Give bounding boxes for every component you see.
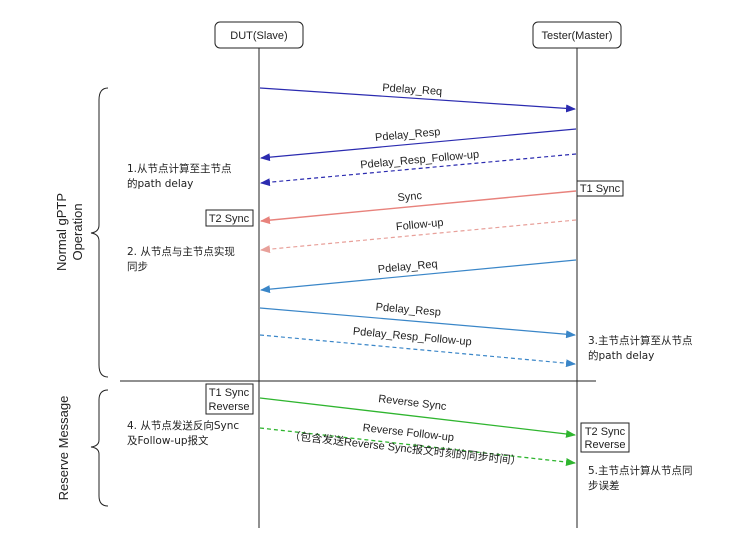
arrow-reverse-follow-up bbox=[259, 427, 576, 466]
side-label-reserve: Reserve Message bbox=[56, 396, 71, 501]
participant-dut: DUT(Slave) bbox=[214, 21, 304, 49]
arrow-pdelay-resp-1 bbox=[260, 128, 577, 162]
note-5-line2: 步误差 bbox=[588, 479, 620, 492]
arrow-pdelay-resp-2 bbox=[259, 307, 576, 339]
box-t1-sync-label: T1 Sync bbox=[580, 183, 621, 195]
note-1-line2: 的path delay bbox=[127, 177, 193, 190]
note-4-line1: 4. 从节点发送反向Sync bbox=[127, 419, 239, 432]
note-2-line2: 同步 bbox=[127, 261, 148, 273]
box-t1-sync-reverse-line1: T1 Sync bbox=[209, 387, 250, 399]
side-label-normal-line2: Operation bbox=[70, 203, 85, 260]
box-t2-sync-reverse: T2 Sync Reverse bbox=[580, 422, 630, 453]
participant-dut-label: DUT(Slave) bbox=[230, 30, 287, 42]
arrow-follow-up bbox=[260, 219, 577, 254]
arrow-sync bbox=[260, 190, 577, 225]
participant-tester-label: Tester(Master) bbox=[542, 30, 613, 42]
brace-normal-operation bbox=[90, 87, 109, 378]
box-t2-sync-reverse-line1: T2 Sync bbox=[585, 426, 626, 438]
box-t1-sync-reverse: T1 Sync Reverse bbox=[205, 383, 254, 415]
note-1-line1: 1.从节点计算至主节点 bbox=[127, 162, 232, 175]
note-3-line1: 3.主节点计算至从节点 bbox=[588, 334, 693, 347]
label-sync: Sync bbox=[397, 190, 423, 204]
note-2-line1: 2. 从节点与主节点实现 bbox=[127, 245, 235, 258]
label-pdelay-resp-1: Pdelay_Resp bbox=[375, 126, 441, 144]
brace-reserve-message bbox=[90, 389, 109, 507]
label-pdelay-resp-2: Pdelay_Resp bbox=[375, 301, 441, 319]
label-pdelay-req-1: Pdelay_Req bbox=[382, 82, 443, 98]
arrow-pdelay-req-2 bbox=[260, 259, 577, 294]
note-5-line1: 5.主节点计算从节点同 bbox=[588, 464, 693, 477]
label-reverse-sync: Reverse Sync bbox=[378, 393, 448, 413]
box-t2-sync-reverse-line2: Reverse bbox=[585, 439, 626, 451]
label-pdelay-resp-followup-2: Pdelay_Resp_Follow-up bbox=[352, 326, 472, 349]
arrow-reverse-sync bbox=[259, 397, 576, 438]
note-3-line2: 的path delay bbox=[588, 349, 654, 362]
label-follow-up: Follow-up bbox=[395, 217, 444, 233]
box-t1-sync-reverse-line2: Reverse bbox=[209, 401, 250, 413]
box-t2-sync: T2 Sync bbox=[205, 209, 254, 227]
arrow-pdelay-resp-followup-1 bbox=[260, 153, 577, 187]
box-t2-sync-label: T2 Sync bbox=[209, 213, 250, 225]
side-label-normal-line1: Normal gPTP bbox=[54, 193, 69, 271]
participant-tester: Tester(Master) bbox=[532, 21, 622, 49]
arrow-pdelay-resp-followup-2 bbox=[259, 334, 576, 368]
arrow-pdelay-req-1 bbox=[259, 87, 576, 113]
label-pdelay-req-2: Pdelay_Req bbox=[377, 258, 438, 276]
box-t1-sync: T1 Sync bbox=[576, 180, 624, 197]
note-4-line2: 及Follow-up报文 bbox=[127, 434, 209, 447]
